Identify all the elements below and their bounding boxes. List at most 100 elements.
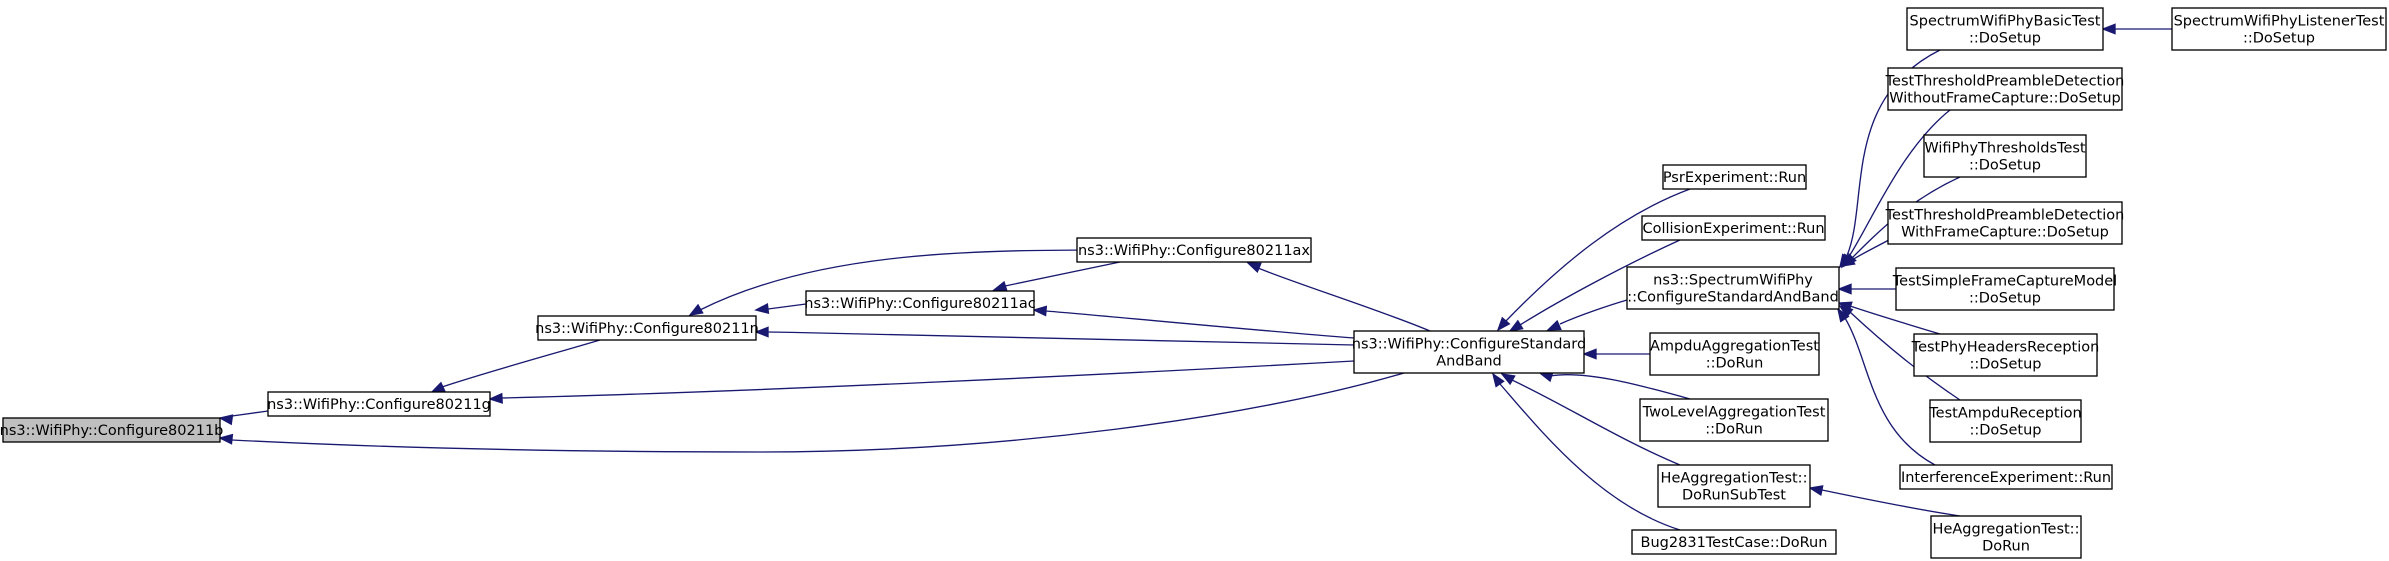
node-heasub[interactable]: HeAggregationTest::DoRunSubTest — [1657, 464, 1811, 508]
node-label: AmpduAggregationTest — [1650, 339, 1819, 355]
edges-layer — [218, 23, 2172, 531]
node-box — [1930, 515, 2082, 559]
node-box — [1657, 464, 1811, 508]
node-box — [1906, 7, 2104, 51]
edge-line — [441, 339, 601, 388]
node-box — [1076, 237, 1312, 263]
node-tphr[interactable]: TestPhyHeadersReception::DoSetup — [1911, 333, 2100, 377]
edge-heasub-to-csab — [1500, 373, 1681, 466]
node-ier[interactable]: InterferenceExperiment::Run — [1899, 464, 2113, 490]
node-box — [1887, 67, 2123, 111]
node-swp[interactable]: ns3::SpectrumWifiPhy::ConfigureStandardA… — [1626, 266, 1840, 310]
node-label: Bug2831TestCase::DoRun — [1641, 535, 1828, 551]
node-label: HeAggregationTest:: — [1661, 471, 1808, 487]
edge-line — [1504, 188, 1691, 323]
node-label: ns3::SpectrumWifiPhy — [1653, 273, 1813, 289]
edge-line — [1847, 109, 1951, 259]
node-tar[interactable]: TestAmpduReception::DoSetup — [1928, 399, 2082, 443]
node-swbt[interactable]: SpectrumWifiPhyBasicTest::DoSetup — [1906, 7, 2104, 51]
node-label: ns3::WifiPhy::Configure80211n — [535, 321, 759, 337]
node-label: ::DoSetup — [2243, 31, 2315, 47]
node-box — [1626, 266, 1840, 310]
node-psr[interactable]: PsrExperiment::Run — [1662, 164, 1807, 190]
node-ampdu[interactable]: AmpduAggregationTest::DoRun — [1649, 332, 1820, 376]
node-box — [1899, 464, 2113, 490]
arrowhead — [1836, 307, 1850, 323]
edge-line — [767, 331, 1355, 346]
edge-line — [1849, 311, 1961, 401]
node-box — [1923, 134, 2087, 178]
node-g[interactable]: ns3::WifiPhy::Configure80211g — [267, 391, 491, 417]
edge-line — [501, 360, 1355, 399]
edge-line — [231, 410, 269, 417]
edge-swp-to-csab — [1546, 299, 1628, 331]
node-box — [1641, 215, 1826, 241]
edge-ac-to-n — [754, 302, 807, 315]
node-ttpw[interactable]: TestThresholdPreambleDetectionWithFrameC… — [1885, 201, 2125, 245]
node-ttpwo[interactable]: TestThresholdPreambleDetectionWithoutFra… — [1885, 67, 2125, 111]
node-box — [537, 315, 757, 341]
node-label: ns3::WifiPhy::Configure80211ac — [804, 296, 1035, 312]
node-csab[interactable]: ns3::WifiPhy::ConfigureStandardAndBand — [1352, 330, 1586, 374]
arrowhead — [1491, 372, 1505, 388]
node-label: ns3::WifiPhy::Configure80211g — [267, 397, 491, 413]
arrowhead — [1546, 319, 1562, 331]
node-label: ns3::WifiPhy::Configure80211b — [0, 423, 223, 439]
node-label: TwoLevelAggregationTest — [1642, 405, 1826, 421]
node-hea[interactable]: HeAggregationTest::DoRun — [1930, 515, 2082, 559]
node-box — [2, 417, 221, 443]
node-tsfc[interactable]: TestSimpleFrameCaptureModel::DoSetup — [1892, 267, 2117, 311]
edge-line — [699, 249, 1121, 311]
arrowhead — [488, 392, 503, 404]
node-label: WithoutFrameCapture::DoSetup — [1889, 91, 2121, 107]
node-label: ::DoSetup — [1969, 357, 2041, 373]
edge-line — [1844, 317, 1936, 466]
node-box — [1631, 529, 1837, 555]
node-box — [1353, 330, 1585, 374]
arrowhead — [754, 326, 769, 338]
node-n[interactable]: ns3::WifiPhy::Configure80211n — [535, 315, 759, 341]
edge-twol-to-csab — [1538, 371, 1691, 400]
node-ac[interactable]: ns3::WifiPhy::Configure80211ac — [804, 290, 1036, 316]
arrowhead — [1838, 304, 1854, 319]
node-swlt[interactable]: SpectrumWifiPhyListenerTest::DoSetup — [2171, 7, 2387, 51]
edge-psr-to-csab — [1496, 188, 1691, 332]
edge-line — [1499, 383, 1681, 531]
edge-n-to-g — [430, 339, 601, 393]
node-label: TestThresholdPreambleDetection — [1885, 208, 2125, 224]
arrowhead — [1496, 316, 1511, 332]
edge-tsfc-to-swp — [1837, 283, 1896, 295]
edge-line — [1004, 261, 1121, 287]
node-wpt[interactable]: WifiPhyThresholdsTest::DoSetup — [1923, 134, 2087, 178]
node-label: ns3::WifiPhy::ConfigureStandard — [1352, 337, 1586, 353]
node-bug[interactable]: Bug2831TestCase::DoRun — [1631, 529, 1837, 555]
arrowhead — [1032, 305, 1048, 317]
arrowhead — [992, 280, 1008, 292]
node-label: SpectrumWifiPhyListenerTest — [2174, 14, 2385, 30]
nodes-layer: ns3::WifiPhy::Configure80211b ns3::WifiPh… — [0, 7, 2387, 559]
edge-ax-to-ac — [992, 261, 1121, 292]
node-ax[interactable]: ns3::WifiPhy::Configure80211ax — [1076, 237, 1312, 263]
node-box — [1887, 201, 2123, 245]
arrowhead — [1508, 319, 1524, 332]
edge-line — [1519, 239, 1681, 326]
node-box — [1662, 164, 1807, 190]
edge-csab-to-g — [488, 360, 1355, 404]
node-label: CollisionExperiment::Run — [1642, 221, 1824, 237]
arrowhead — [1582, 348, 1597, 360]
arrowhead — [218, 414, 234, 426]
node-label: HeAggregationTest:: — [1933, 522, 2080, 538]
arrowhead — [754, 302, 770, 315]
arrowhead — [1246, 262, 1262, 273]
edge-g-to-b — [218, 410, 269, 426]
node-box — [1649, 332, 1820, 376]
node-box — [1929, 399, 2082, 443]
edge-line — [1821, 489, 1961, 517]
arrowhead — [218, 433, 234, 445]
node-box — [805, 290, 1035, 316]
node-label: AndBand — [1436, 354, 1502, 370]
node-twol[interactable]: TwoLevelAggregationTest::DoRun — [1639, 398, 1829, 442]
node-label: TestSimpleFrameCaptureModel — [1892, 274, 2117, 290]
node-col[interactable]: CollisionExperiment::Run — [1641, 215, 1826, 241]
